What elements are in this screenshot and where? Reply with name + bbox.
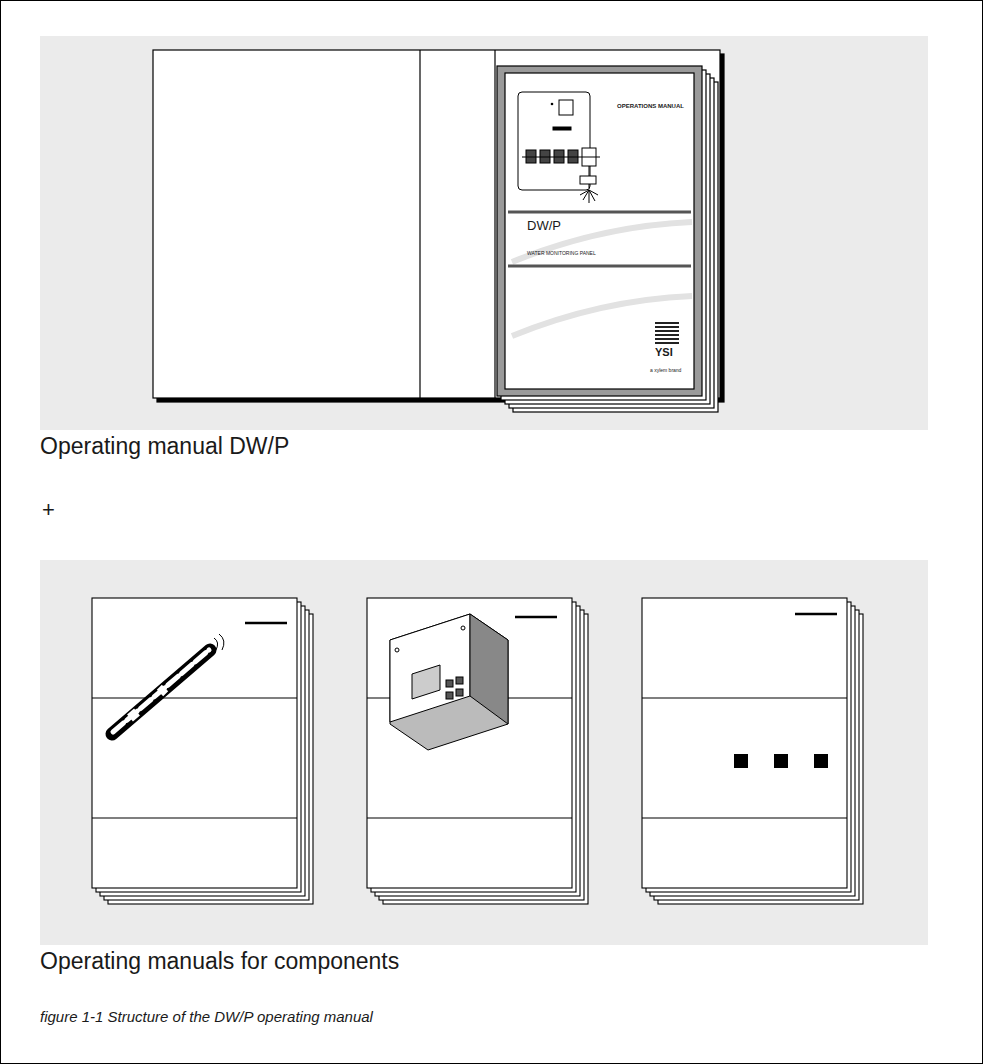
cover-subtitle: WATER MONITORING PANEL [527,251,596,257]
panel-heading: Operating manual DW/P [40,433,289,460]
logo-text: YSI [655,346,673,358]
plus-sign: + [42,498,55,522]
cover-product: DW/P [527,219,561,233]
panel-heading: Operating manuals for components [40,948,399,975]
brand-text: a xylem brand [650,368,681,374]
cover-title: OPERATIONS MANUAL [617,103,684,110]
figure-caption: figure 1-1 Structure of the DW/P operati… [40,1008,373,1025]
